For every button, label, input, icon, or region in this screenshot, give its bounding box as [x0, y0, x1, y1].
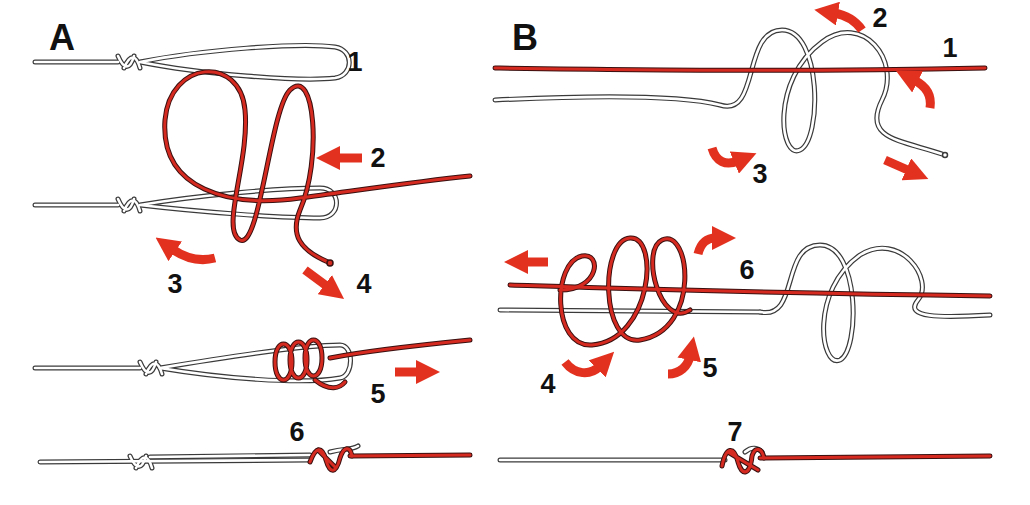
- step-number: 2: [872, 5, 887, 32]
- step-number: 3: [167, 271, 182, 298]
- step-number: 2: [370, 145, 385, 172]
- step-number: 3: [752, 161, 767, 188]
- step-number: 4: [540, 371, 555, 398]
- step-number: 6: [739, 257, 754, 284]
- panel-letter: A: [49, 20, 75, 56]
- step-number: 1: [942, 35, 957, 62]
- step-number: 7: [727, 419, 742, 446]
- step-number: 1: [347, 49, 362, 76]
- panel-letter: B: [512, 20, 538, 56]
- step-number: 5: [702, 355, 717, 382]
- step-number: 5: [370, 381, 385, 408]
- step-number: 4: [356, 271, 371, 298]
- step-number: 6: [289, 419, 304, 446]
